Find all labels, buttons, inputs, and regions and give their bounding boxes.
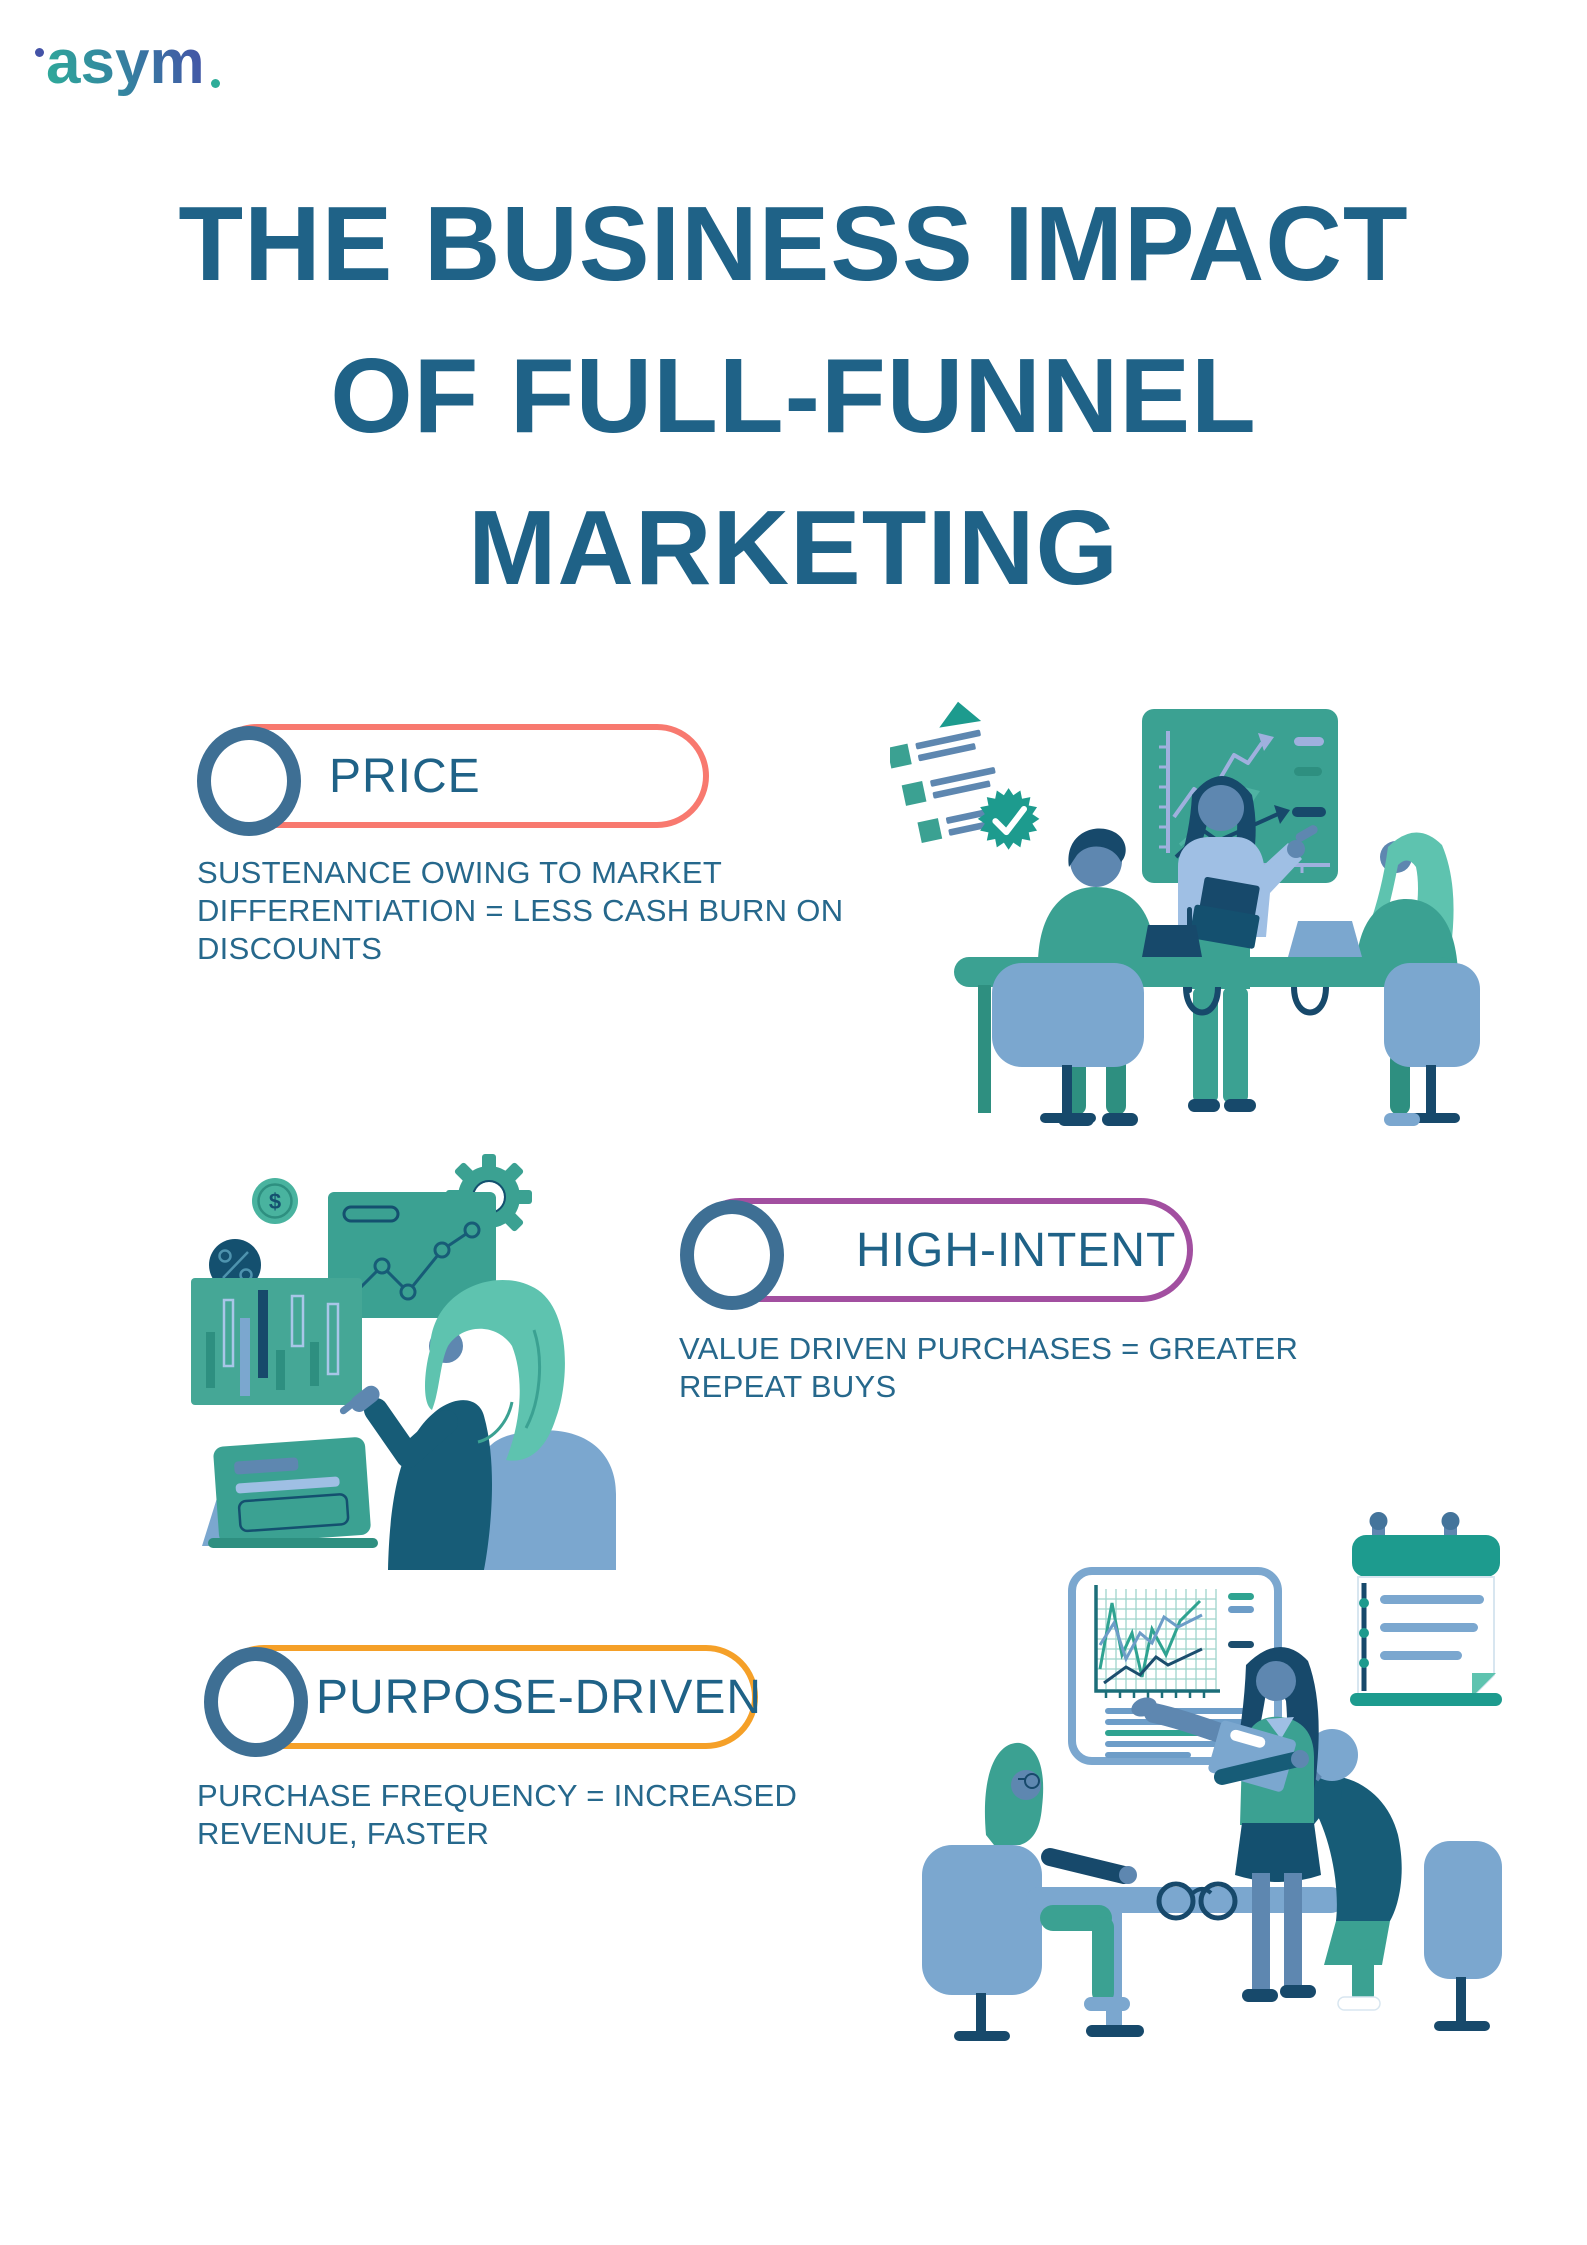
laptop-icon [1142,925,1202,957]
logo-wordmark: asym [46,28,205,97]
chair-right [1384,963,1480,1067]
title-line-2: OF FULL-FUNNEL [330,337,1257,455]
person-presenter [1178,776,1318,993]
glasses-icon [1156,1881,1196,1921]
price-desc-line: SUSTENANCE OWING TO MARKET [197,855,723,890]
page-title: THE BUSINESS IMPACT OF FULL-FUNNEL MARKE… [0,168,1587,624]
chair-left [992,963,1144,1067]
bag-handle-icon [1183,986,1221,1016]
high-intent-desc-line: REPEAT BUYS [679,1369,897,1404]
team-presentation-illustration [890,701,1480,1126]
laptop-icon [1288,921,1362,957]
verified-badge-icon [977,788,1040,850]
team-meeting-illustration [922,1512,1502,2041]
high-intent-description: VALUE DRIVEN PURCHASES = GREATER REPEAT … [679,1330,1298,1406]
person-left-seated [1037,828,1154,973]
dollar-coin-icon: $ [252,1178,298,1224]
checklist-arrow-icon [890,701,1040,850]
svg-text:$: $ [269,1189,281,1214]
purpose-desc-line: PURCHASE FREQUENCY = INCREASED [197,1778,798,1813]
bag-handle-icon [1291,986,1329,1016]
person-left-hooded [984,1742,1137,1884]
bar-chart-panel-icon [191,1278,362,1405]
notepad-calendar-icon [1350,1512,1502,1706]
title-line-1: THE BUSINESS IMPACT [178,185,1409,303]
purpose-driven-pill: PURPOSE-DRIVEN [204,1645,761,1757]
purpose-desc-line: REVENUE, FASTER [197,1816,490,1851]
high-intent-ring-icon [680,1200,784,1310]
price-desc-line: DIFFERENTIATION = LESS CASH BURN ON [197,893,844,928]
purpose-driven-label: PURPOSE-DRIVEN [316,1670,763,1724]
logo-dot-right-icon [210,79,220,88]
high-intent-label: HIGH-INTENT [856,1223,1177,1277]
tablet-icon [202,1437,378,1548]
title-line-3: MARKETING [468,489,1119,607]
logo-dot-left-icon [35,48,44,57]
price-ring-icon [197,726,301,836]
high-intent-desc-line: VALUE DRIVEN PURCHASES = GREATER [679,1331,1299,1366]
person-right-seated [1356,832,1458,973]
price-label: PRICE [329,749,481,803]
asym-logo: asym [35,32,220,94]
analyst-charts-illustration: $ [191,1154,616,1570]
price-desc-line: DISCOUNTS [197,931,383,966]
price-pill: PRICE [197,724,709,836]
high-intent-pill: HIGH-INTENT [680,1198,1193,1310]
purpose-driven-ring-icon [204,1647,308,1757]
purpose-driven-description: PURCHASE FREQUENCY = INCREASED REVENUE, … [197,1777,797,1853]
chair-right [1424,1841,1502,1979]
glasses-icon [1198,1881,1238,1921]
person-presenter-standing [1131,1646,1321,2002]
price-description: SUSTENANCE OWING TO MARKET DIFFERENTIATI… [197,854,843,968]
analyst-woman [339,1279,616,1570]
line-chart-panel-icon [328,1192,496,1318]
chair-left [922,1845,1042,1995]
